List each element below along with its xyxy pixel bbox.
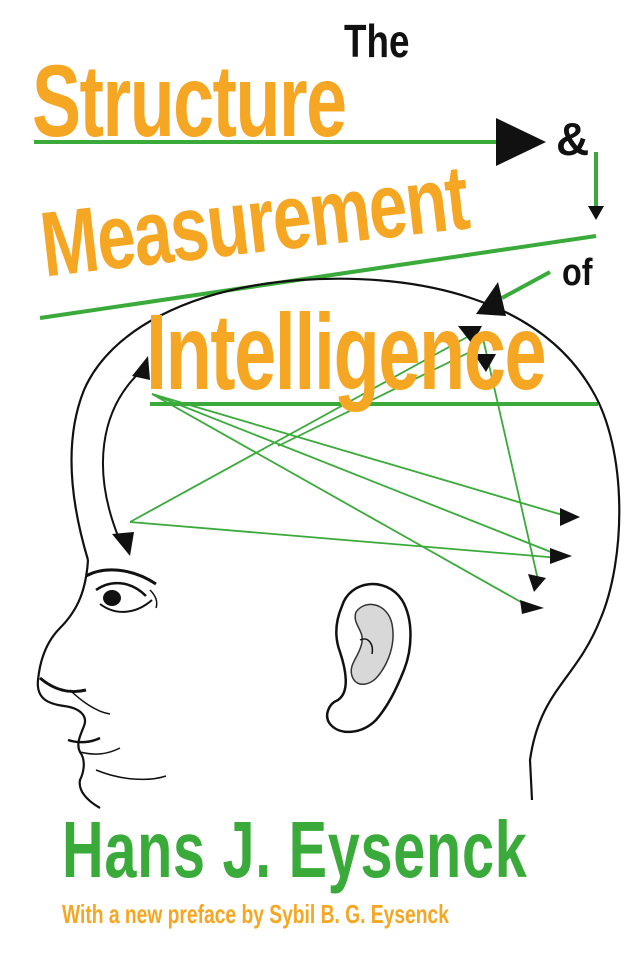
arrow-icon	[528, 574, 546, 592]
head-profile-illustration	[70, 277, 621, 801]
arrow-icon	[112, 532, 134, 556]
title-structure: Structure	[32, 44, 347, 158]
arrow-icon	[474, 354, 496, 372]
author-name: Hans J. Eysenck	[62, 805, 528, 894]
of-connector-line	[501, 270, 551, 300]
ear-illustration	[326, 583, 412, 733]
title-ampersand: &	[556, 113, 590, 165]
arrow-icon	[560, 508, 580, 526]
mind-connection-lines	[129, 329, 567, 607]
title-of: of	[562, 252, 593, 294]
face-profile-illustration	[36, 559, 101, 809]
measurement-underline	[39, 234, 597, 320]
arrow-icon	[550, 548, 572, 564]
arrow-icon	[496, 118, 546, 166]
title-intelligence: Intelligence	[146, 291, 547, 412]
title-the: The	[344, 15, 410, 67]
nose-mouth-illustration	[39, 676, 167, 781]
arrow-icon	[458, 326, 482, 344]
arrow-icon	[588, 206, 604, 220]
curved-arrow-line	[102, 371, 141, 537]
eye-illustration	[85, 568, 158, 613]
preface-credit: With a new preface by Sybil B. G. Eysenc…	[62, 899, 449, 929]
arrow-icon	[520, 600, 544, 614]
arrow-icon	[132, 356, 150, 380]
arrow-icon	[476, 282, 506, 316]
